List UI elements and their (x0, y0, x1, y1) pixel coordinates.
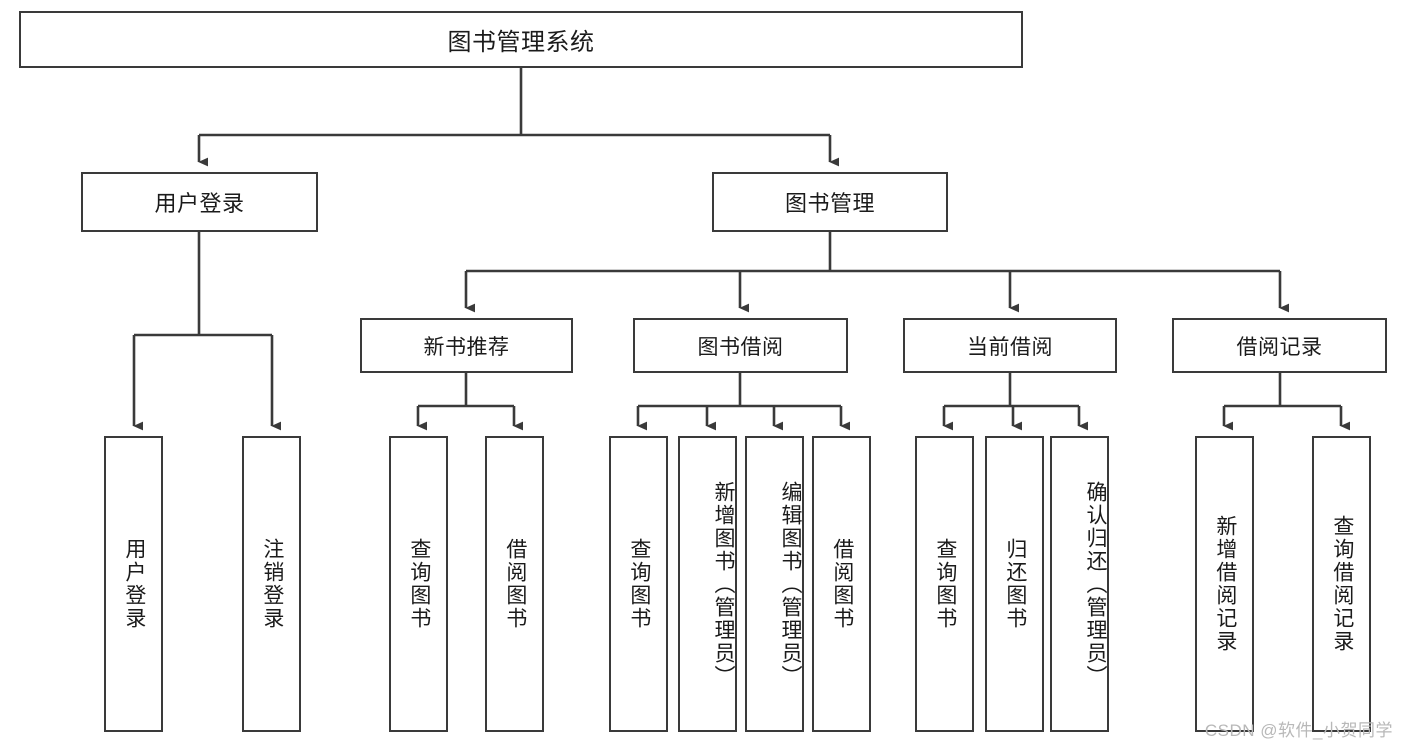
node-label: 借阅记录 (1236, 335, 1323, 359)
node-label: 借阅图书 (503, 538, 527, 630)
node-label: 借阅图书 (830, 538, 854, 630)
node-label: 注销登录 (260, 538, 284, 630)
node-label: 新书推荐 (423, 335, 510, 359)
node-leaf-add-book[interactable]: 新增图书（管理员） (678, 436, 737, 732)
node-label: 编辑图书（管理员） (779, 480, 802, 688)
node-current-borrow[interactable]: 当前借阅 (903, 318, 1117, 373)
node-leaf-return-book[interactable]: 归还图书 (985, 436, 1044, 732)
node-label: 图书借阅 (697, 335, 784, 359)
node-label: 查询图书 (933, 538, 957, 630)
node-leaf-query-book-2[interactable]: 查询图书 (609, 436, 668, 732)
node-book-management[interactable]: 图书管理 (712, 172, 948, 232)
node-book-borrow[interactable]: 图书借阅 (633, 318, 848, 373)
node-new-book-recommend[interactable]: 新书推荐 (360, 318, 573, 373)
node-user-login[interactable]: 用户登录 (81, 172, 318, 232)
node-label: 用户登录 (122, 538, 146, 630)
node-label: 查询图书 (407, 538, 431, 630)
node-leaf-user-login[interactable]: 用户登录 (104, 436, 163, 732)
node-leaf-query-record[interactable]: 查询借阅记录 (1312, 436, 1371, 732)
node-label: 图书管理 (784, 191, 875, 216)
node-label: 归还图书 (1003, 538, 1027, 630)
node-label: 用户登录 (154, 191, 245, 216)
node-label: 新增图书（管理员） (712, 480, 735, 688)
node-label: 确认归还（管理员） (1084, 480, 1107, 688)
node-leaf-edit-book[interactable]: 编辑图书（管理员） (745, 436, 804, 732)
node-leaf-user-logout[interactable]: 注销登录 (242, 436, 301, 732)
node-leaf-add-record[interactable]: 新增借阅记录 (1195, 436, 1254, 732)
node-label: 图书管理系统 (447, 29, 595, 56)
node-leaf-borrow-book-2[interactable]: 借阅图书 (812, 436, 871, 732)
node-leaf-query-book-1[interactable]: 查询图书 (389, 436, 448, 732)
node-label: 查询图书 (627, 538, 651, 630)
node-borrow-record[interactable]: 借阅记录 (1172, 318, 1387, 373)
node-leaf-confirm-return[interactable]: 确认归还（管理员） (1050, 436, 1109, 732)
node-leaf-borrow-book-1[interactable]: 借阅图书 (485, 436, 544, 732)
node-root-system[interactable]: 图书管理系统 (19, 11, 1023, 68)
watermark-text: CSDN @软件_小贺同学 (1204, 721, 1393, 740)
node-label: 当前借阅 (967, 335, 1053, 359)
node-leaf-query-book-3[interactable]: 查询图书 (915, 436, 974, 732)
node-label: 新增借阅记录 (1213, 515, 1237, 653)
node-label: 查询借阅记录 (1330, 515, 1354, 653)
